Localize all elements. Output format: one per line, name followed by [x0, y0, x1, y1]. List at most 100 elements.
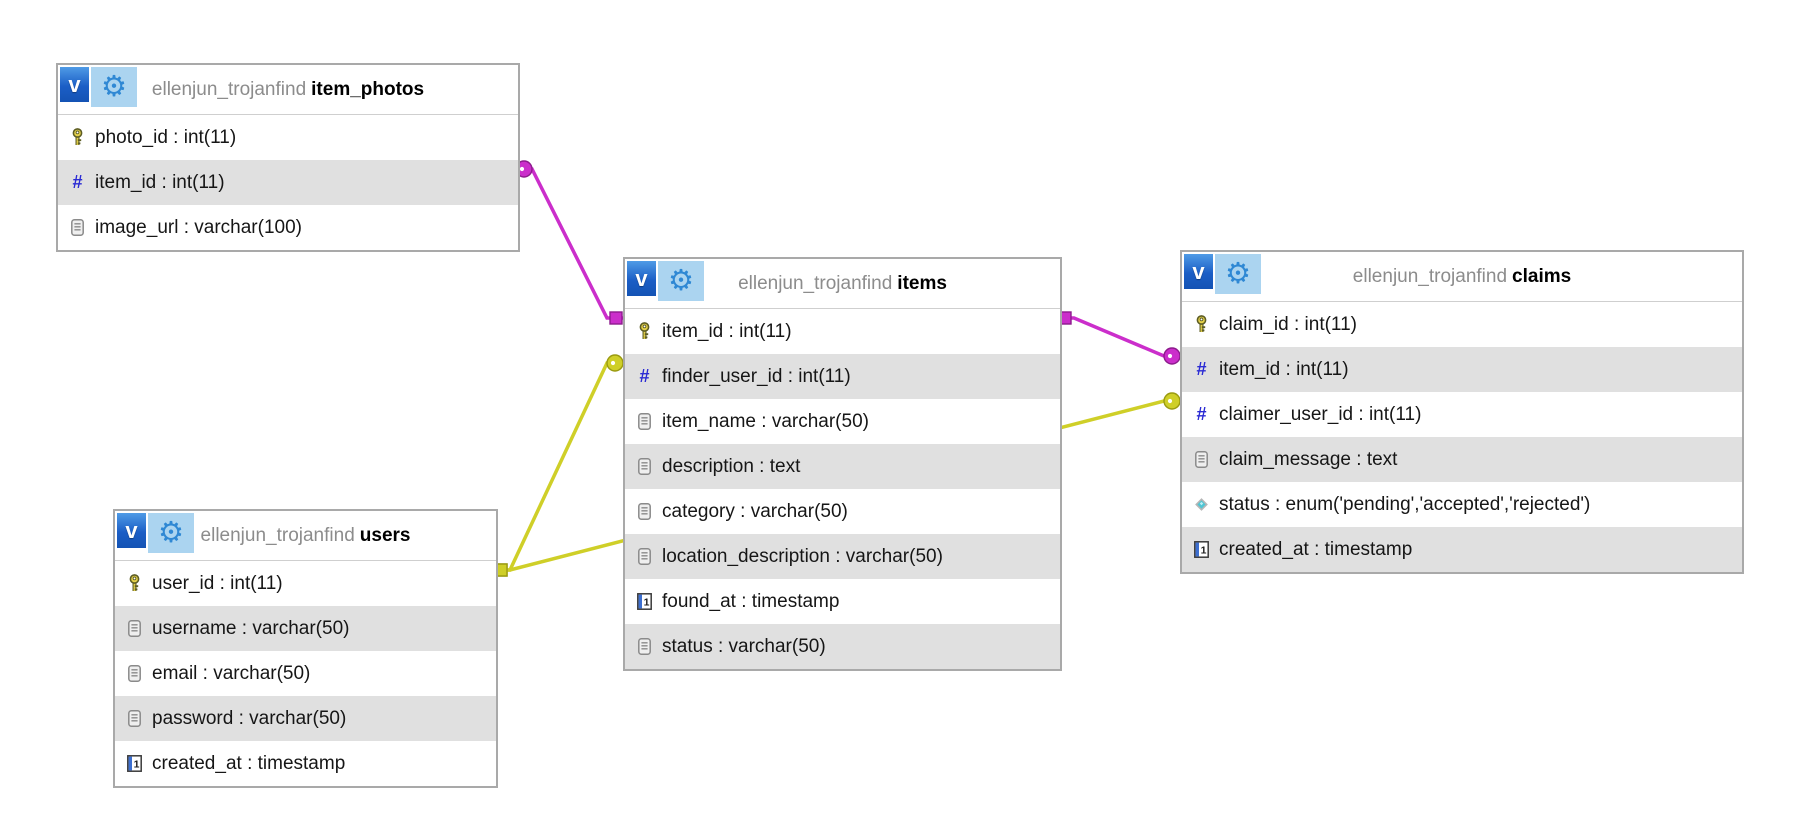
column-row-items-category[interactable]: category : varchar(50)	[625, 489, 1060, 534]
schema-name: ellenjun_trojanfind	[200, 524, 355, 546]
column-row-items-description[interactable]: description : text	[625, 444, 1060, 489]
column-label: item_id : int(11)	[662, 320, 792, 342]
document-icon	[632, 638, 657, 655]
gear-icon[interactable]: ⚙	[91, 67, 137, 107]
document-icon	[632, 548, 657, 565]
gear-icon[interactable]: ⚙	[148, 513, 194, 553]
column-row-claims-claim_id[interactable]: claim_id : int(11)	[1182, 302, 1742, 347]
column-label: description : text	[662, 455, 801, 477]
gear-icon[interactable]: ⚙	[1215, 254, 1261, 294]
document-icon	[638, 503, 651, 520]
column-label: photo_id : int(11)	[95, 126, 237, 148]
hash-index-icon: #	[1196, 404, 1207, 424]
column-row-users-password[interactable]: password : varchar(50)	[115, 696, 496, 741]
document-icon	[632, 413, 657, 430]
calendar-icon: 1	[1189, 541, 1214, 558]
calendar-icon: 1	[127, 755, 142, 772]
calendar-icon: 1	[122, 755, 147, 772]
relation-circle-pinhole	[1167, 398, 1173, 404]
hash-index-icon: #	[65, 172, 90, 193]
svg-text:1: 1	[644, 596, 650, 608]
document-icon	[638, 638, 651, 655]
hash-index-icon: #	[1189, 404, 1214, 425]
document-icon	[122, 665, 147, 682]
designer-v-badge-icon: v	[117, 513, 146, 548]
column-row-item_photos-item_id[interactable]: # item_id : int(11)	[58, 160, 518, 205]
primary-key-icon	[1196, 314, 1207, 332]
document-icon	[71, 219, 84, 236]
primary-key-icon	[129, 573, 140, 591]
column-row-item_photos-image_url[interactable]: image_url : varchar(100)	[58, 205, 518, 250]
document-icon	[1195, 451, 1208, 468]
column-row-users-user_id[interactable]: user_id : int(11)	[115, 561, 496, 606]
svg-text:1: 1	[134, 758, 140, 770]
column-row-claims-claimer_user_id[interactable]: # claimer_user_id : int(11)	[1182, 392, 1742, 437]
column-row-claims-created_at[interactable]: 1 created_at : timestamp	[1182, 527, 1742, 572]
column-row-claims-status[interactable]: status : enum('pending','accepted','reje…	[1182, 482, 1742, 527]
column-row-items-location_description[interactable]: location_description : varchar(50)	[625, 534, 1060, 579]
calendar-icon: 1	[637, 593, 652, 610]
enum-diamond-icon	[1189, 497, 1214, 512]
column-row-items-item_id[interactable]: item_id : int(11)	[625, 309, 1060, 354]
gear-icon[interactable]: ⚙	[658, 261, 704, 301]
hash-index-icon: #	[72, 172, 83, 192]
column-label: category : varchar(50)	[662, 500, 848, 522]
table-name: item_photos	[311, 78, 425, 100]
document-icon	[128, 710, 141, 727]
column-label: status : enum('pending','accepted','reje…	[1219, 493, 1591, 515]
column-row-users-username[interactable]: username : varchar(50)	[115, 606, 496, 651]
schema-name: ellenjun_trojanfind	[151, 78, 307, 100]
document-icon	[122, 710, 147, 727]
primary-key-icon	[72, 127, 83, 145]
column-label: claim_message : text	[1219, 448, 1398, 470]
column-row-items-item_name[interactable]: item_name : varchar(50)	[625, 399, 1060, 444]
document-icon	[632, 503, 657, 520]
relation-circle-pinhole	[1167, 353, 1173, 359]
column-row-users-created_at[interactable]: 1 created_at : timestamp	[115, 741, 496, 786]
column-row-items-status[interactable]: status : varchar(50)	[625, 624, 1060, 669]
column-label: image_url : varchar(100)	[95, 216, 302, 238]
relation-circle-pinhole	[610, 360, 616, 366]
column-label: location_description : varchar(50)	[662, 545, 943, 567]
relation-square-marker	[609, 311, 623, 325]
column-label: finder_user_id : int(11)	[662, 365, 851, 387]
column-label: item_name : varchar(50)	[662, 410, 869, 432]
column-row-items-found_at[interactable]: 1 found_at : timestamp	[625, 579, 1060, 624]
document-icon	[65, 219, 90, 236]
hash-index-icon: #	[1189, 359, 1214, 380]
document-icon	[122, 620, 147, 637]
relation-line-item_photos-item_id-to-items	[516, 167, 623, 320]
column-row-item_photos-photo_id[interactable]: photo_id : int(11)	[58, 115, 518, 160]
column-label: username : varchar(50)	[152, 617, 350, 639]
column-label: email : varchar(50)	[152, 662, 311, 684]
column-label: item_id : int(11)	[95, 171, 225, 193]
designer-v-badge-icon: v	[60, 67, 89, 102]
column-label: claimer_user_id : int(11)	[1219, 403, 1422, 425]
relation-line-items-finder_user_id-to-users	[494, 361, 623, 572]
column-label: created_at : timestamp	[152, 752, 346, 774]
column-row-items-finder_user_id[interactable]: # finder_user_id : int(11)	[625, 354, 1060, 399]
column-row-claims-claim_message[interactable]: claim_message : text	[1182, 437, 1742, 482]
calendar-icon: 1	[632, 593, 657, 610]
primary-key-icon	[639, 321, 650, 339]
column-row-users-email[interactable]: email : varchar(50)	[115, 651, 496, 696]
table-name: users	[359, 524, 411, 546]
primary-key-icon	[1189, 314, 1214, 335]
document-icon	[1189, 451, 1214, 468]
document-icon	[128, 620, 141, 637]
column-row-claims-item_id[interactable]: # item_id : int(11)	[1182, 347, 1742, 392]
primary-key-icon	[65, 127, 90, 148]
primary-key-icon	[122, 573, 147, 594]
column-label: user_id : int(11)	[152, 572, 283, 594]
